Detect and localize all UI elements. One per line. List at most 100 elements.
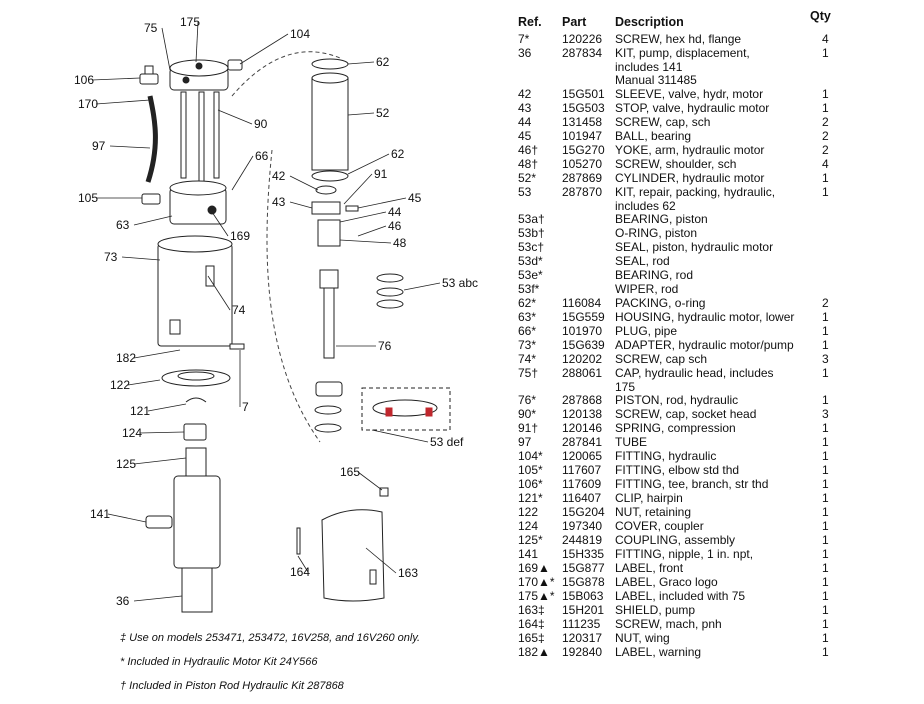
callout-label: 44 xyxy=(388,205,402,219)
ref-cell: 44 xyxy=(518,115,532,129)
callout-leader-line xyxy=(371,429,429,443)
shield-screw xyxy=(296,527,301,555)
header-description: Description xyxy=(615,15,684,29)
callout-leader-line xyxy=(109,145,151,149)
ref-cell: 124 xyxy=(518,519,539,533)
callout-leader-line xyxy=(347,112,375,116)
table-row: Manual 311485 xyxy=(516,73,916,88)
description-cell: O-RING, piston xyxy=(615,226,698,240)
qty-cell: 2 xyxy=(822,296,829,310)
rod-seals xyxy=(314,381,343,433)
qty-cell: 3 xyxy=(822,352,829,366)
description-cell: YOKE, arm, hydraulic motor xyxy=(615,143,765,157)
qty-cell: 1 xyxy=(822,171,829,185)
part-cell: 15G270 xyxy=(562,143,605,157)
ref-cell: 48† xyxy=(518,157,539,171)
callout-label: 62 xyxy=(391,147,405,161)
part-cell: 15G503 xyxy=(562,101,605,115)
description-cell: BALL, bearing xyxy=(615,129,692,143)
callout-leader-line xyxy=(343,173,373,205)
description-cell: ADAPTER, hydraulic motor/pump xyxy=(615,338,794,352)
description-cell: LABEL, front xyxy=(615,561,684,575)
part-cell: 120138 xyxy=(562,407,603,421)
callout-leader-line xyxy=(339,239,392,244)
part-cell: 105270 xyxy=(562,157,603,171)
callout-leader-line xyxy=(121,256,161,261)
ref-cell: 75† xyxy=(518,366,539,380)
description-cell: HOUSING, hydraulic motor, lower xyxy=(615,310,795,324)
piston-rod xyxy=(319,269,339,359)
footnote-asterisk: * Included in Hydraulic Motor Kit 24Y566 xyxy=(120,656,318,668)
part-cell: 15G878 xyxy=(562,575,605,589)
callout-leader-line xyxy=(357,197,407,209)
ref-cell: 91† xyxy=(518,421,539,435)
callout-label: 42 xyxy=(272,169,286,183)
o-ring-top xyxy=(311,58,349,70)
part-cell: 192840 xyxy=(562,645,603,659)
qty-cell: 2 xyxy=(822,115,829,129)
ref-cell: 42 xyxy=(518,87,532,101)
part-cell: 120146 xyxy=(562,421,603,435)
description-cell: SCREW, mach, pnh xyxy=(615,617,722,631)
qty-cell: 1 xyxy=(822,101,829,115)
tee-fitting xyxy=(139,65,159,85)
ref-cell: 182▲ xyxy=(518,645,550,659)
ref-cell: 125* xyxy=(518,533,543,547)
callout-leader-line xyxy=(211,211,229,237)
qty-cell: 1 xyxy=(822,477,829,491)
qty-cell: 1 xyxy=(822,547,829,561)
description-cell: CYLINDER, hydraulic motor xyxy=(615,171,765,185)
part-cell: 197340 xyxy=(562,519,603,533)
header-qty: Qty xyxy=(810,9,831,23)
part-cell: 117609 xyxy=(562,477,602,491)
description-cell: TUBE xyxy=(615,435,648,449)
table-row: 53d*SEAL, rod xyxy=(516,254,916,269)
ref-cell: 169▲ xyxy=(518,561,550,575)
ref-cell: 163‡ xyxy=(518,603,545,617)
part-cell: 244819 xyxy=(562,533,603,547)
callout-leader-line xyxy=(133,215,173,226)
description-cell: PISTON, rod, hydraulic xyxy=(615,393,739,407)
callout-label: 106 xyxy=(74,73,94,87)
part-cell: 101947 xyxy=(562,129,603,143)
callout-leader-line xyxy=(289,175,319,191)
callout-leader-line xyxy=(347,61,375,65)
callout-label: 36 xyxy=(116,594,130,608)
ref-cell: 76* xyxy=(518,393,537,407)
tube xyxy=(145,95,158,183)
hydraulic-head-cap xyxy=(169,59,229,91)
ref-cell: 46† xyxy=(518,143,539,157)
part-cell: 15G639 xyxy=(562,338,605,352)
ref-cell: 73* xyxy=(518,338,537,352)
part-cell: 15H201 xyxy=(562,603,605,617)
callout-label: 122 xyxy=(110,378,130,392)
callout-label: 182 xyxy=(116,351,136,365)
callout-label: 75 xyxy=(144,21,158,35)
header-ref: Ref. xyxy=(518,15,542,29)
qty-cell: 1 xyxy=(822,46,829,60)
part-cell: 15H335 xyxy=(562,547,605,561)
callout-label: 164 xyxy=(290,565,310,579)
nipple-fitting xyxy=(145,515,173,529)
callout-leader-line xyxy=(339,211,387,223)
callout-label: 62 xyxy=(376,55,390,69)
part-cell: 287869 xyxy=(562,171,603,185)
callout-label: 125 xyxy=(116,457,136,471)
callout-label: 124 xyxy=(122,426,142,440)
callout-label: 165 xyxy=(340,465,360,479)
callout-leader-line xyxy=(133,595,183,602)
tie-rods xyxy=(180,91,220,185)
